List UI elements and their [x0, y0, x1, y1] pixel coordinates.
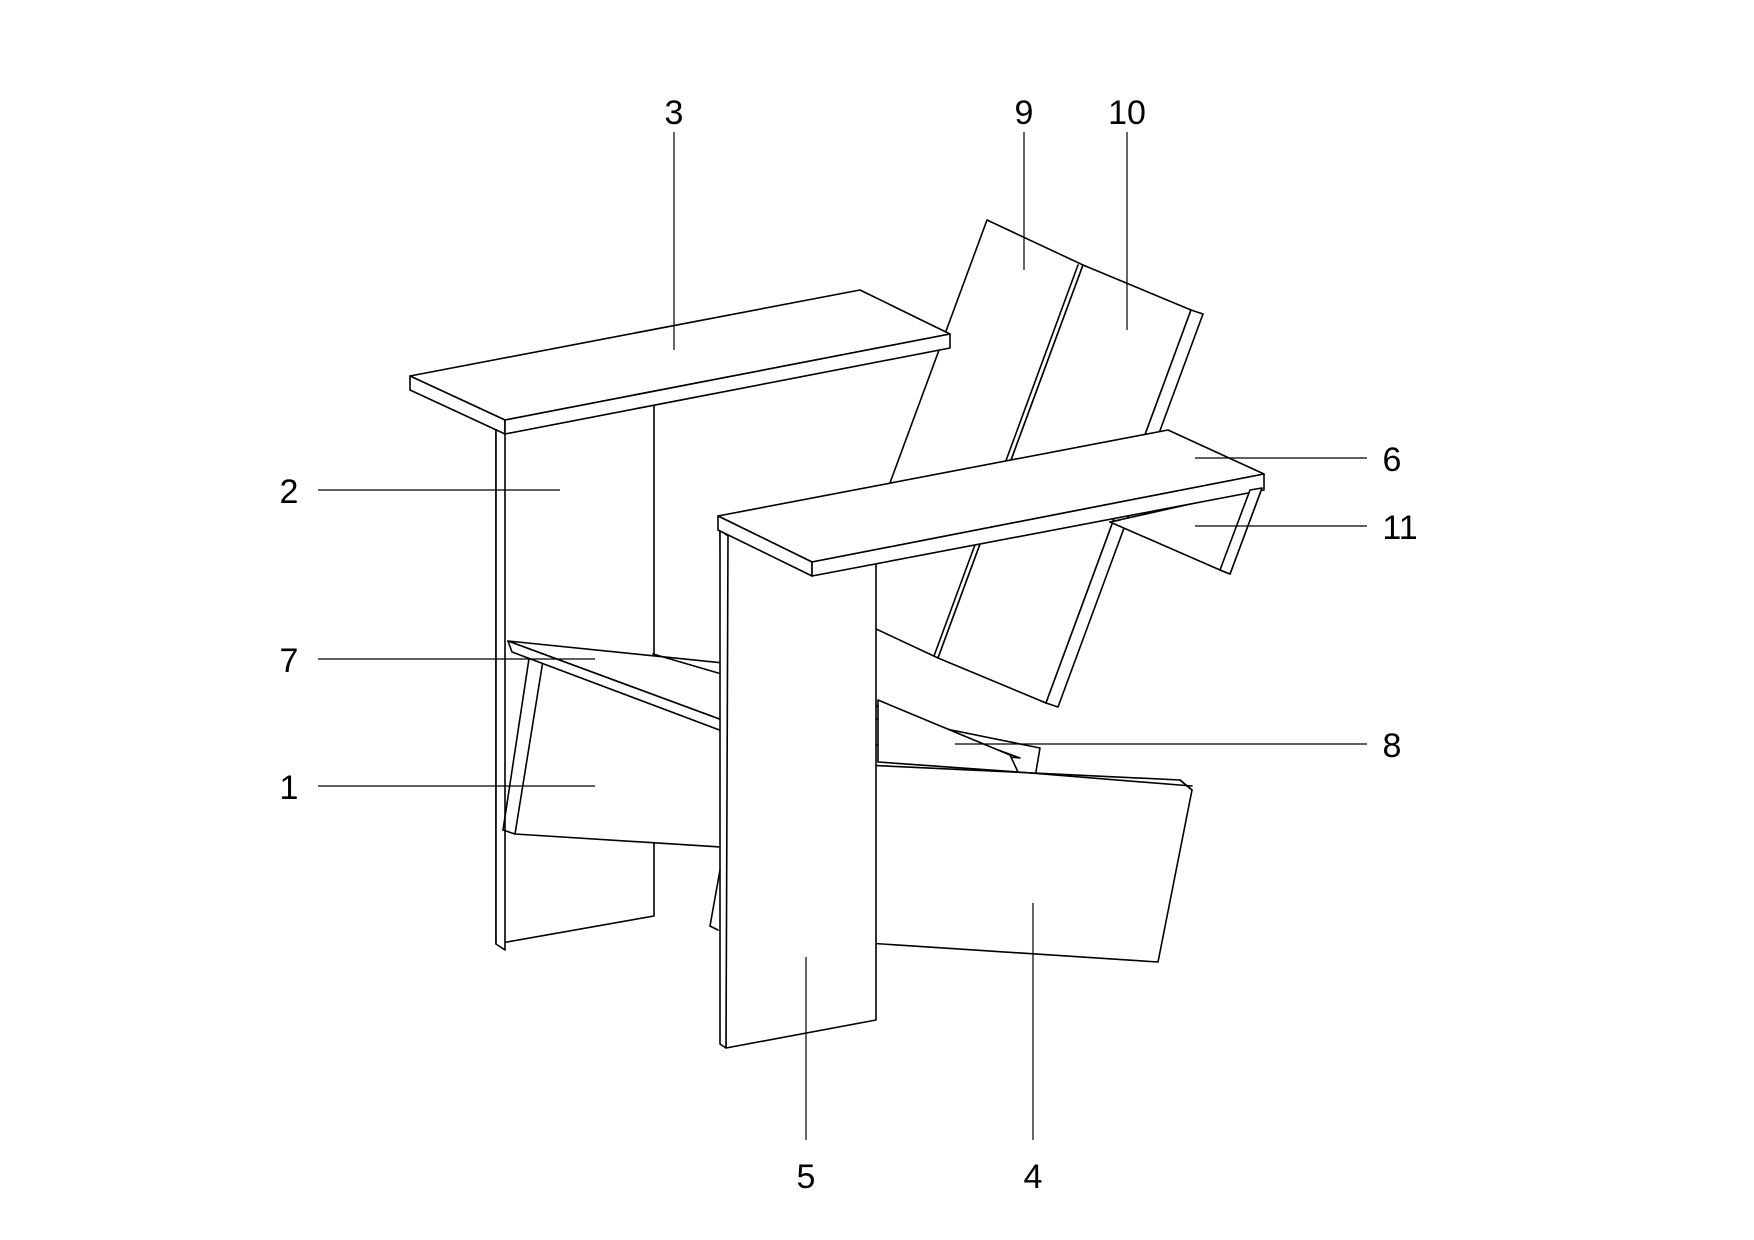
leader-lines	[318, 132, 1367, 1140]
callout-8: 8	[1383, 727, 1402, 765]
callout-1: 1	[280, 769, 299, 807]
part-6-right-armrest	[717, 429, 1265, 577]
callout-3: 3	[665, 94, 684, 132]
callout-9: 9	[1015, 94, 1034, 132]
callout-2: 2	[280, 473, 299, 511]
callout-7: 7	[280, 642, 299, 680]
callout-labels: 3 9 10 2 7 1 6 11 8 5 4	[280, 94, 1418, 1196]
callout-10: 10	[1108, 94, 1146, 132]
callout-11: 11	[1382, 509, 1417, 547]
part-5-right-front-leg	[709, 505, 877, 1049]
part-8-seat-front-board	[877, 699, 1193, 787]
part-3-left-armrest	[409, 289, 951, 435]
callout-4: 4	[1024, 1158, 1043, 1196]
callout-6: 6	[1383, 441, 1402, 479]
callout-5: 5	[797, 1158, 816, 1196]
